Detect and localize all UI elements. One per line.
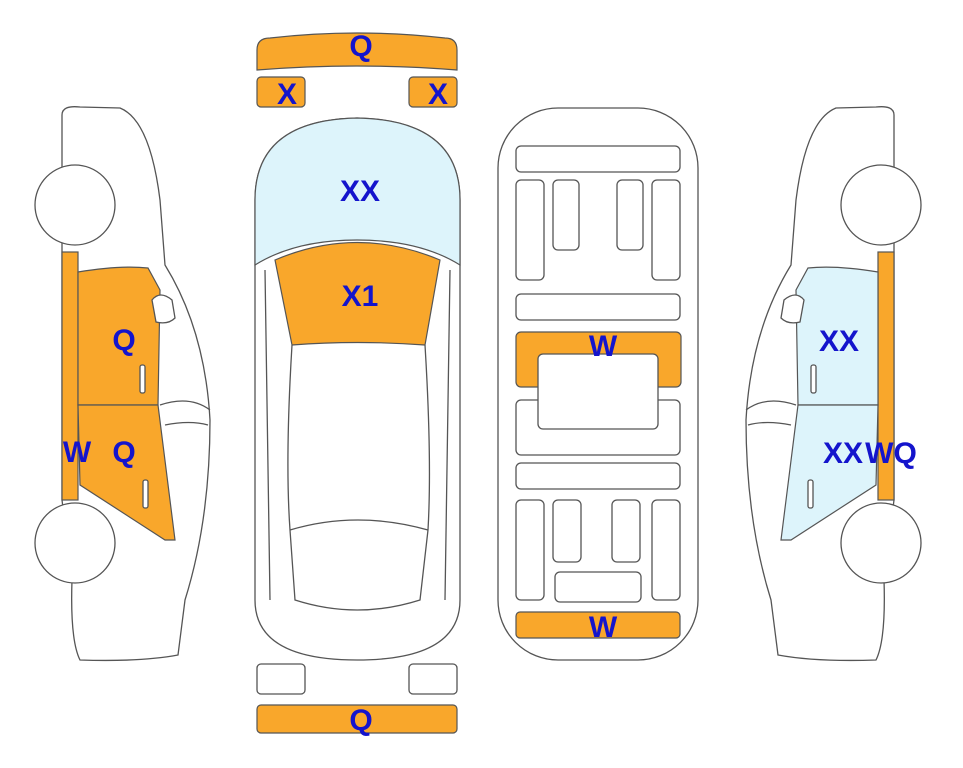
left-side-view: Q Q W: [34, 106, 211, 662]
right-rear-door-label: XX: [823, 437, 863, 470]
rear-left-light[interactable]: [256, 76, 306, 108]
underbody-front-label: W: [589, 611, 618, 644]
rear-bumper-label: Q: [349, 30, 372, 63]
rear-right-light[interactable]: [408, 76, 458, 108]
left-rear-wheel: [34, 164, 116, 246]
left-front-door[interactable]: [77, 404, 176, 541]
underbody-middle-label: W: [589, 330, 618, 363]
underside-view: W W: [497, 107, 699, 661]
right-rear-door[interactable]: [780, 404, 879, 541]
front-bumper[interactable]: [256, 704, 458, 734]
underbody-front-panel[interactable]: [515, 611, 681, 639]
rear-bumper-part[interactable]: [256, 32, 458, 71]
hood-label: X1: [342, 280, 379, 313]
left-mirror: [151, 294, 176, 324]
left-rear-door-label: Q: [112, 324, 135, 357]
front-left-light: [256, 663, 306, 695]
front-bumper-label: Q: [349, 704, 372, 737]
left-front-handle: [142, 479, 149, 509]
left-rear-handle: [139, 364, 146, 394]
right-front-door-label: XX: [819, 325, 859, 358]
top-view: Q X X XX X1 Q: [254, 30, 461, 737]
left-front-door-label: Q: [112, 436, 135, 469]
rear-right-light-label: X: [428, 78, 448, 111]
hood-panel[interactable]: [274, 241, 441, 346]
front-right-light: [408, 663, 458, 695]
rear-left-light-label: X: [277, 78, 297, 111]
right-sill-label: WQ: [865, 437, 917, 470]
roof-panel[interactable]: [254, 117, 461, 267]
left-front-wheel: [34, 502, 116, 584]
right-side-view: [745, 106, 922, 662]
left-sill-label: W: [63, 436, 92, 469]
roof-label: XX: [340, 175, 380, 208]
